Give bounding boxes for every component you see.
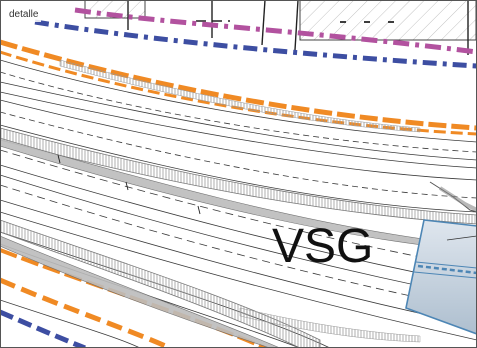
embankment-band <box>0 235 281 348</box>
embankment-band <box>0 127 477 225</box>
track-line <box>0 149 477 269</box>
zone-label: VSG <box>272 220 373 273</box>
track-line <box>0 111 477 199</box>
track-tick <box>339 241 343 251</box>
track-line <box>0 99 477 181</box>
embankment-band <box>239 307 421 343</box>
structure-block <box>299 0 477 41</box>
track-tick <box>125 181 129 191</box>
track-tick <box>197 205 201 215</box>
track-line <box>0 59 477 143</box>
track-ticks <box>57 154 343 251</box>
track-line <box>0 71 477 153</box>
track-line <box>0 91 477 169</box>
embankments <box>0 59 477 348</box>
embankment-band <box>59 59 421 133</box>
detail-tag: detalle <box>6 8 42 22</box>
zone-box-line <box>446 235 477 241</box>
track-lines <box>0 59 477 348</box>
track-line <box>0 211 477 341</box>
zone-box <box>405 219 477 335</box>
magenta-boundary-line <box>74 7 477 55</box>
track-tick <box>57 154 61 164</box>
blue-boundary-line <box>34 19 477 69</box>
structure-wall <box>294 0 299 51</box>
zone-box-polygon <box>405 219 477 335</box>
boundary-lines <box>0 7 477 348</box>
track-line <box>0 81 477 161</box>
zone-box-line <box>415 261 477 269</box>
orange-boundary-line <box>0 277 172 348</box>
track-line <box>0 184 477 311</box>
track-line <box>0 124 477 213</box>
track-line <box>0 164 477 286</box>
orange-boundary-line <box>0 50 477 136</box>
embankment-outline <box>438 186 477 212</box>
orange-boundary-line <box>0 39 477 131</box>
track-line <box>0 174 477 299</box>
blue-boundary-line <box>0 309 86 348</box>
zone-box-line <box>413 271 477 279</box>
zone-box-line <box>417 264 477 275</box>
track-line <box>0 199 477 327</box>
track-line <box>0 299 141 348</box>
structure-wall <box>261 0 266 46</box>
